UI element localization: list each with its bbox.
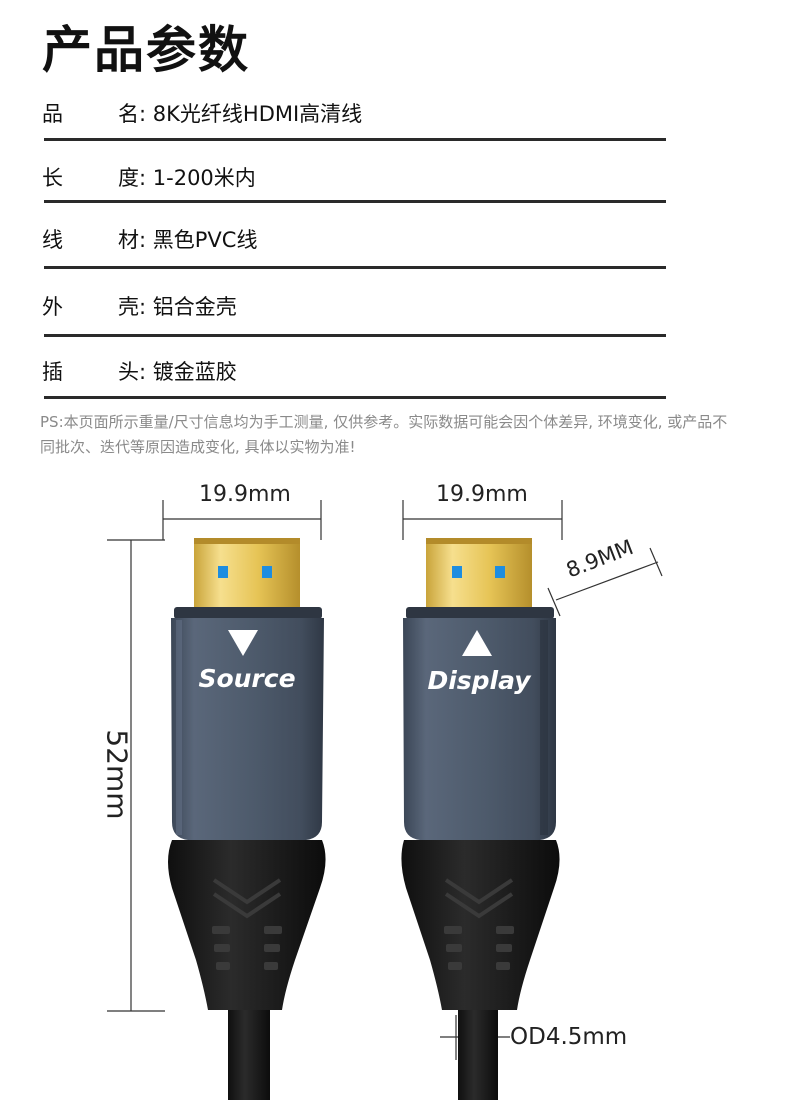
width-dimension-right <box>402 500 563 540</box>
page-title: 产品参数 <box>42 21 250 79</box>
spec-row-shell: 外 壳: 铝合金壳 <box>0 289 790 349</box>
hdmi-connector-diagram: Source Display <box>107 500 663 1100</box>
spec-key-suffix: 壳: <box>118 295 147 319</box>
spec-key-suffix: 度: <box>118 166 147 190</box>
spec-key: 外 <box>42 291 142 321</box>
spec-key-char: 插 <box>42 360 63 384</box>
spec-key-char: 线 <box>42 228 63 252</box>
source-label: Source <box>198 664 295 693</box>
spec-value-text: 1-200米内 <box>152 166 256 190</box>
spec-divider <box>44 396 666 399</box>
spec-key-suffix: 材: <box>118 228 147 252</box>
spec-value-text: 8K光纤线HDMI高清线 <box>152 102 363 126</box>
spec-value-text: 黑色PVC线 <box>152 228 258 252</box>
spec-value-text: 铝合金壳 <box>152 295 237 319</box>
spec-value: 头: 镀金蓝胶 <box>118 356 237 386</box>
display-connector: Display <box>401 538 560 1100</box>
spec-value: 名: 8K光纤线HDMI高清线 <box>118 98 362 128</box>
pin-window-icon <box>262 566 272 578</box>
spec-divider <box>44 200 666 203</box>
spec-value: 材: 黑色PVC线 <box>118 224 257 254</box>
pin-window-icon <box>495 566 505 578</box>
spec-value: 度: 1-200米内 <box>118 162 256 192</box>
arrow-down-icon <box>228 630 258 656</box>
spec-key-char: 外 <box>42 295 63 319</box>
pin-window-icon <box>218 566 228 578</box>
display-label: Display <box>427 666 532 695</box>
spec-key-suffix: 名: <box>118 102 147 126</box>
spec-key-suffix: 头: <box>118 360 147 384</box>
spec-row-length: 长 度: 1-200米内 <box>0 160 790 220</box>
cable-od-label: OD4.5mm <box>510 1024 628 1050</box>
spec-divider <box>44 266 666 269</box>
spec-row-name: 品 名: 8K光纤线HDMI高清线 <box>0 96 790 156</box>
spec-key-char: 长 <box>42 166 63 190</box>
spec-key-char: 品 <box>42 102 63 126</box>
spec-row-material: 线 材: 黑色PVC线 <box>0 222 790 282</box>
spec-value: 壳: 铝合金壳 <box>118 291 237 321</box>
spec-value-text: 镀金蓝胶 <box>152 360 237 384</box>
disclaimer-note: PS:本页面所示重量/尺寸信息均为手工测量, 仅供参考。实际数据可能会因个体差异… <box>40 413 728 456</box>
spec-key: 插 <box>42 356 142 386</box>
spec-row-plug: 插 头: 镀金蓝胶 <box>0 354 790 414</box>
pin-window-icon <box>452 566 462 578</box>
spec-divider <box>44 138 666 141</box>
spec-key: 线 <box>42 224 142 254</box>
width-dimension-left <box>162 500 322 540</box>
width-label-right: 19.9mm <box>436 482 528 507</box>
source-connector: Source <box>168 538 326 1100</box>
length-dimension <box>107 539 165 1012</box>
spec-key: 长 <box>42 162 142 192</box>
spec-divider <box>44 334 666 337</box>
arrow-up-icon <box>462 630 492 656</box>
width-label-left: 19.9mm <box>199 482 291 507</box>
thickness-dimension <box>547 547 663 617</box>
spec-key: 品 <box>42 98 142 128</box>
